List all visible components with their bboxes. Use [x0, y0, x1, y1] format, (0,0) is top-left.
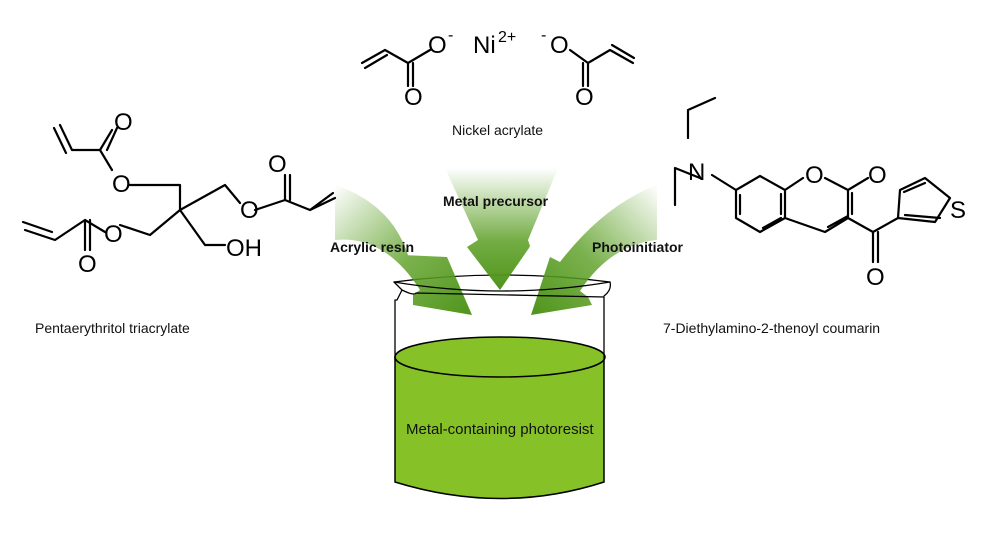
label-photoinitiator: Photoinitiator [592, 239, 684, 255]
svg-text:O: O [575, 84, 594, 111]
svg-text:OH: OH [226, 235, 262, 262]
arrow-acrylic-resin [335, 185, 472, 315]
beaker-liquid [394, 356, 605, 500]
beaker-glass [393, 281, 612, 361]
arrow-metal-precursor [445, 168, 558, 290]
caption-coumarin: 7-Diethylamino-2-thenoyl coumarin [663, 320, 880, 336]
svg-text:S: S [950, 197, 966, 224]
svg-text:O: O [240, 197, 259, 224]
pentaerythritol-structure: O O O O O O OH [21, 109, 337, 278]
caption-pentaerythritol: Pentaerythritol triacrylate [35, 320, 190, 336]
svg-text:O: O [104, 221, 123, 248]
nickel-acrylate-structure: O O - Ni 2+ - O O [360, 27, 636, 111]
beaker-label: Metal-containing photoresist [406, 421, 594, 438]
svg-text:O: O [78, 251, 97, 278]
svg-text:O: O [805, 162, 824, 189]
svg-text:O: O [268, 151, 287, 178]
svg-text:-: - [541, 27, 546, 44]
arrow-photoinitiator [531, 185, 657, 315]
label-metal-precursor: Metal precursor [443, 193, 549, 209]
svg-text:-: - [448, 27, 453, 44]
svg-text:O: O [428, 32, 447, 59]
coumarin-structure: N O O O S [673, 96, 966, 291]
svg-text:2+: 2+ [498, 29, 516, 46]
label-acrylic-resin: Acrylic resin [330, 239, 414, 255]
caption-nickel-acrylate: Nickel acrylate [452, 122, 543, 138]
svg-text:Ni: Ni [473, 32, 496, 59]
liquid-surface [394, 336, 606, 378]
svg-text:O: O [114, 109, 133, 136]
svg-text:O: O [866, 264, 885, 291]
svg-text:O: O [868, 162, 887, 189]
svg-text:O: O [112, 171, 131, 198]
svg-text:O: O [550, 32, 569, 59]
svg-text:N: N [688, 159, 705, 186]
svg-text:O: O [404, 84, 423, 111]
